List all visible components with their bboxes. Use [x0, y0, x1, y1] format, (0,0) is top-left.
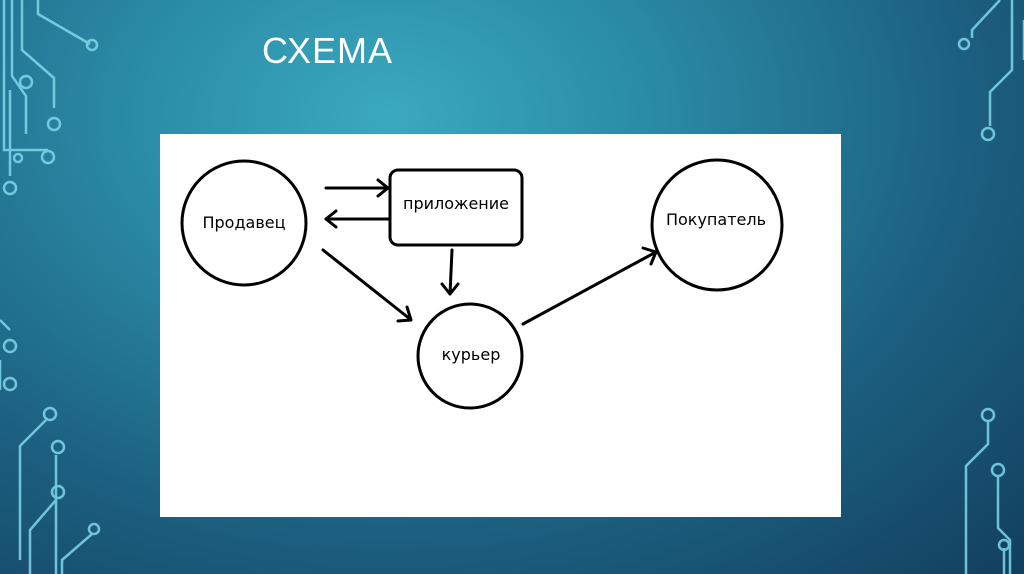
buyer-node	[650, 158, 784, 292]
arrow-app-to-seller	[324, 209, 390, 229]
courier-node	[416, 302, 524, 410]
diagram-panel: Продавец приложение Покупатель курьер	[160, 134, 841, 517]
seller-node	[180, 159, 308, 287]
arrow-courier-to-buyer	[521, 246, 658, 326]
slide-title: СХЕМА	[262, 30, 393, 71]
app-label: приложение	[403, 194, 509, 213]
arrow-app-to-courier	[440, 248, 460, 296]
buyer-label: Покупатель	[666, 210, 766, 229]
app-node	[388, 168, 524, 247]
flow-diagram: Продавец приложение Покупатель курьер	[180, 158, 784, 410]
arrow-seller-to-app	[324, 178, 390, 198]
seller-label: Продавец	[202, 213, 285, 232]
courier-label: курьер	[442, 345, 501, 364]
arrow-seller-to-courier	[321, 248, 413, 323]
